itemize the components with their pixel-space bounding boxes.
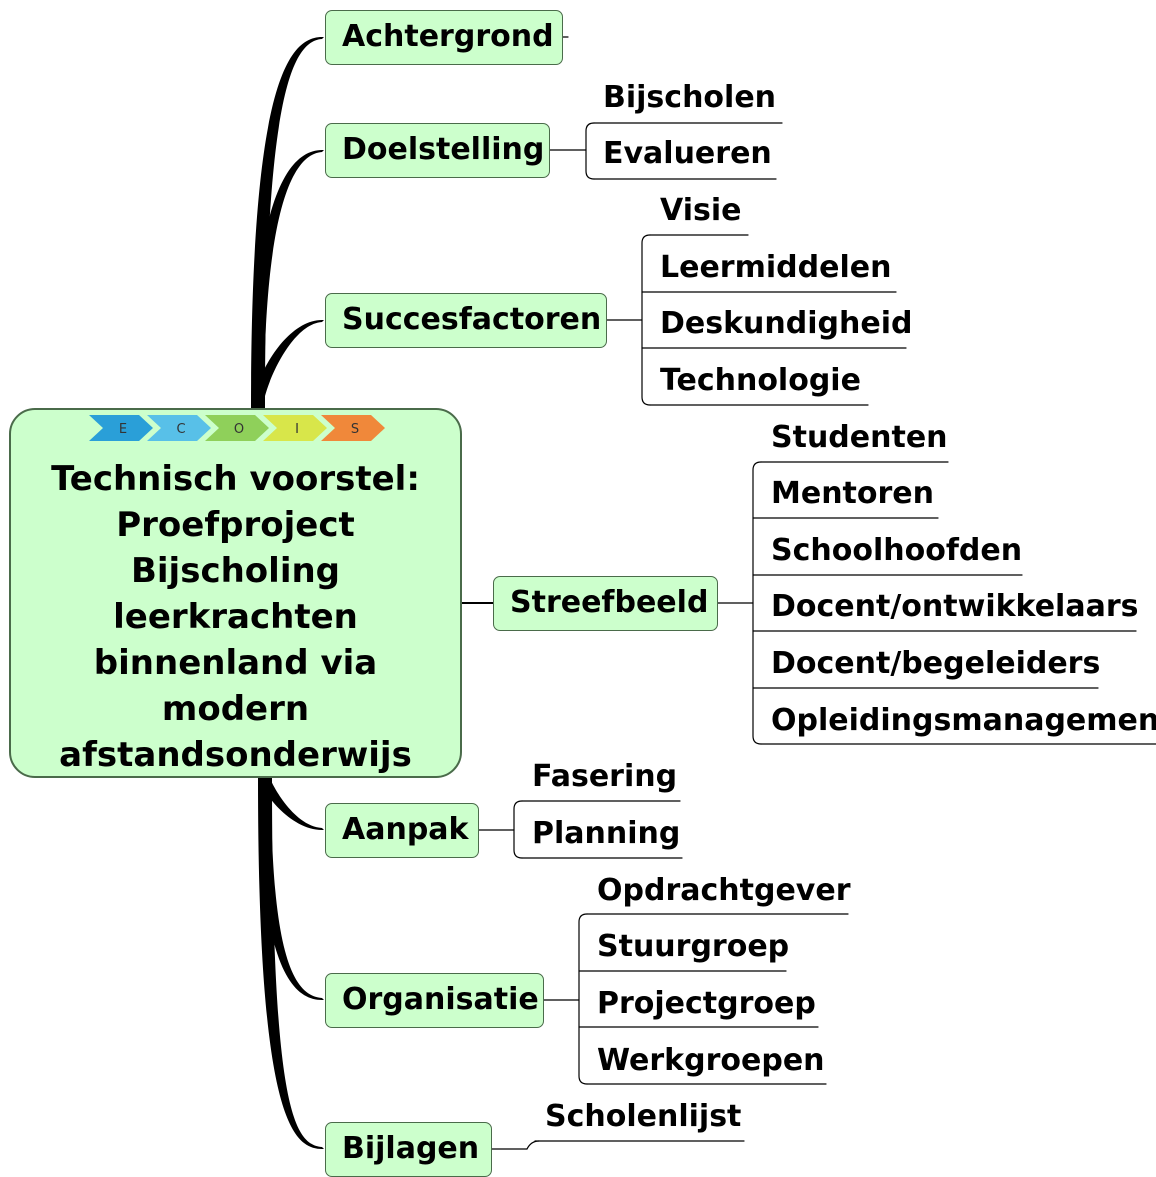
bracket-doelstelling [585, 122, 595, 180]
branch-achtergrond[interactable]: Achtergrond [325, 10, 563, 65]
leaf-werkgroepen[interactable]: Werkgroepen [597, 1043, 825, 1078]
main-connector-up [253, 320, 324, 408]
leaf-leermiddelen[interactable]: Leermiddelen [660, 250, 892, 285]
logo-letter: S [351, 422, 359, 437]
branch-doelstelling[interactable]: Doelstelling [325, 123, 550, 178]
sub-branch-connectors [478, 36, 1156, 1150]
leaf-evalueren[interactable]: Evalueren [603, 136, 772, 171]
leaf-fasering[interactable]: Fasering [532, 759, 678, 794]
logo-letter: E [119, 422, 127, 437]
logo-letter: I [295, 422, 299, 437]
logo-chevron [89, 415, 153, 441]
bracket-succesfactoren [641, 234, 651, 406]
leaf-planning[interactable]: Planning [532, 816, 681, 851]
branch-streefbeeld[interactable]: Streefbeeld [493, 576, 718, 631]
bracket-bijlagen [526, 1140, 540, 1150]
bracket-aanpak [513, 800, 523, 859]
leaf-opleidingsmanagement[interactable]: Opleidingsmanagement [771, 703, 1156, 738]
leaf-opdrachtgever[interactable]: Opdrachtgever [597, 873, 851, 908]
leaf-docent-ontwikkelaars[interactable]: Docent/ontwikkelaars [771, 589, 1139, 624]
main-connector-down [258, 778, 324, 1149]
central-topic[interactable]: E C O I S Technisch voorstel: Proefproject B… [9, 408, 462, 778]
logo-chevron [263, 415, 327, 441]
leaf-mentoren[interactable]: Mentoren [771, 476, 935, 511]
main-connector-down [259, 778, 324, 1000]
main-branch-connectors [251, 37, 494, 1149]
bracket-streefbeeld [752, 461, 762, 745]
branch-aanpak[interactable]: Aanpak [325, 803, 479, 858]
leaf-visie[interactable]: Visie [660, 193, 742, 228]
branch-succesfactoren[interactable]: Succesfactoren [325, 293, 607, 348]
logo-letter: C [176, 422, 185, 437]
main-connector-down [260, 778, 324, 830]
logo-letter: O [234, 422, 244, 437]
leaf-studenten[interactable]: Studenten [771, 420, 948, 455]
main-connector-up [251, 37, 324, 408]
logo-chevron [147, 415, 211, 441]
logo-chevron [321, 415, 385, 441]
logo-chevron [205, 415, 269, 441]
leaf-technologie[interactable]: Technologie [660, 363, 861, 398]
leaf-scholenlijst[interactable]: Scholenlijst [545, 1099, 742, 1134]
leaf-stuurgroep[interactable]: Stuurgroep [597, 929, 790, 964]
branch-organisatie[interactable]: Organisatie [325, 973, 544, 1028]
leaf-projectgroep[interactable]: Projectgroep [597, 986, 816, 1021]
central-topic-title: Technisch voorstel: Proefproject Bijscho… [51, 459, 420, 775]
leaf-schoolhoofden[interactable]: Schoolhoofden [771, 533, 1023, 568]
leaf-docent-begeleiders[interactable]: Docent/begeleiders [771, 646, 1101, 681]
branch-bijlagen[interactable]: Bijlagen [325, 1122, 492, 1177]
bracket-organisatie [578, 913, 588, 1085]
leaf-deskundigheid[interactable]: Deskundigheid [660, 306, 913, 341]
leaf-bijscholen[interactable]: Bijscholen [603, 80, 777, 115]
